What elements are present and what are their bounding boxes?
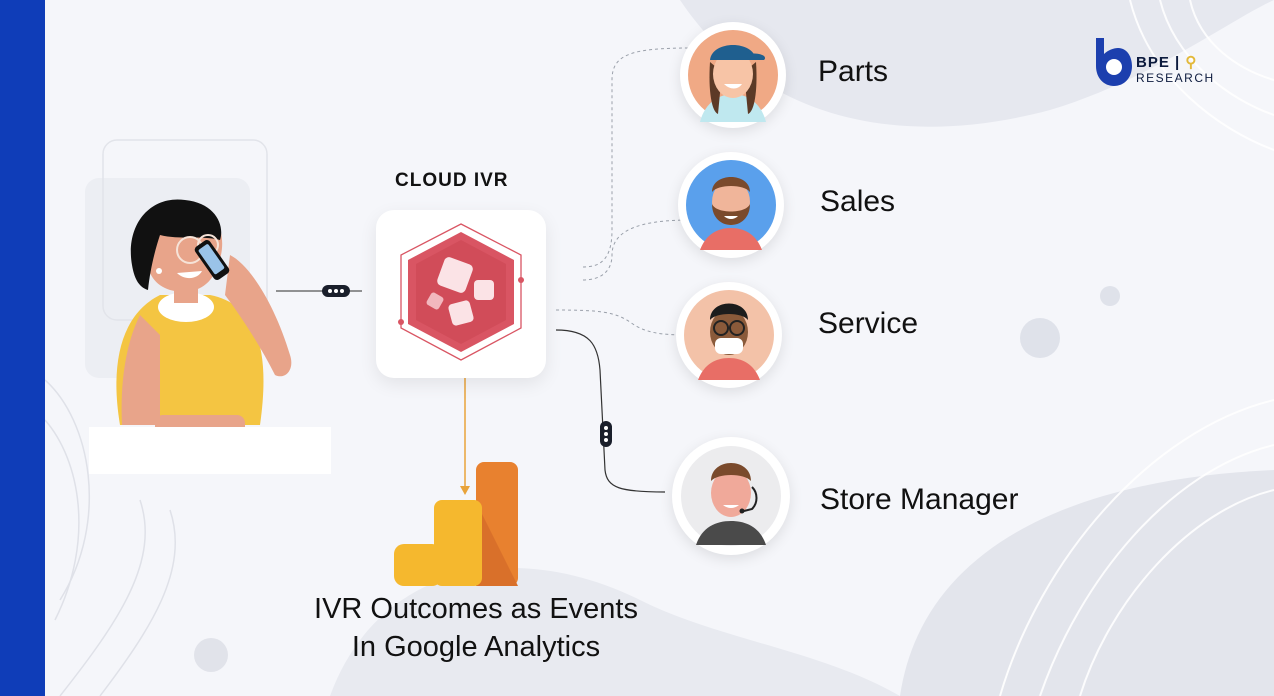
avatar-sales bbox=[678, 152, 784, 258]
brand-name: BPE | ⚲ bbox=[1136, 54, 1198, 71]
brand-logo: BPE | ⚲ RESEARCH bbox=[1090, 36, 1230, 90]
department-label-store-manager: Store Manager bbox=[820, 483, 1019, 516]
avatar-service bbox=[676, 282, 782, 388]
brand-logo-icon bbox=[1096, 38, 1132, 86]
brand-subtitle: RESEARCH bbox=[1136, 71, 1215, 85]
magnifier-icon: ⚲ bbox=[1185, 54, 1198, 71]
avatar-parts bbox=[680, 22, 786, 128]
desk-plate bbox=[89, 427, 331, 474]
department-label-service: Service bbox=[818, 307, 919, 340]
google-analytics-icon bbox=[394, 462, 518, 586]
department-label-sales: Sales bbox=[820, 185, 896, 218]
hub-title: CLOUD IVR bbox=[395, 170, 509, 191]
department-label-parts: Parts bbox=[818, 55, 889, 88]
avatar-store-manager bbox=[672, 437, 790, 555]
caller-illustration bbox=[116, 199, 292, 435]
cloud-ivr-icon bbox=[398, 223, 524, 361]
left-accent-bar bbox=[0, 0, 45, 696]
outcome-caption: IVR Outcomes as Events In Google Analyti… bbox=[276, 590, 676, 666]
outcome-line-1: IVR Outcomes as Events bbox=[314, 593, 638, 625]
outcome-line-2: In Google Analytics bbox=[351, 631, 601, 663]
cloud-ivr-node bbox=[376, 210, 546, 378]
